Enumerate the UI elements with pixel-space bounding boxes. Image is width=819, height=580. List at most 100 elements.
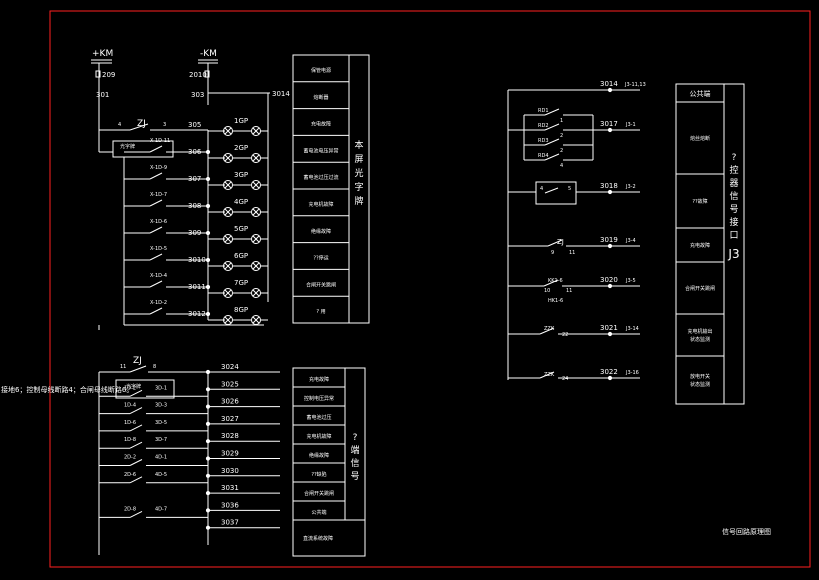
right-zj-pin-b: 11: [569, 250, 575, 256]
panel2-side-char-0: ?: [353, 433, 358, 443]
bottom-contact-2: [129, 407, 143, 415]
lamp-7GP-b: [251, 288, 261, 298]
zj-bottom-pin-b: 8: [153, 364, 156, 370]
right-relay-contact: [544, 187, 559, 194]
wire: [224, 262, 232, 270]
zj-bottom-contact: [129, 365, 147, 373]
bottom-junction-3: [205, 421, 211, 426]
right-zzk2-label: ZZK: [544, 372, 555, 378]
right-node-3018: 3018: [600, 182, 618, 190]
wire: [252, 289, 260, 297]
bottom-junction-6: [205, 473, 211, 478]
lamp-label-7GP: 7GP: [234, 279, 248, 287]
bottom-node-3025: 3025: [221, 380, 239, 388]
bottom-junction-8: [205, 508, 211, 513]
panel3-side-char-0: ?: [732, 153, 737, 163]
lamp-node-3010: 3010: [188, 256, 206, 264]
rd-label-0: RD1: [538, 108, 549, 114]
contact-2: [149, 199, 163, 207]
drawing-frame: [49, 10, 811, 568]
contact-label-2: X-1D-7: [150, 192, 167, 198]
wire: [252, 262, 260, 270]
rd-contact-3: [544, 153, 560, 161]
rd-contact-1: [544, 123, 560, 131]
rd-pin-3: 4: [560, 163, 563, 169]
panel1-item-8: 合闸开关跳闸: [306, 281, 336, 288]
zj-top-contact: [129, 123, 149, 131]
right-zzk1-label: ZZK: [544, 326, 555, 332]
right-node-3021: 3021: [600, 324, 618, 332]
panel3-item-0-0: 熔丝熔断: [690, 135, 710, 142]
bus-neg-label: -KM: [200, 49, 217, 59]
bottom-node-3037: 3037: [221, 519, 239, 527]
right-node-3017: 3017: [600, 120, 618, 128]
panel3-side: [723, 83, 745, 405]
contact-3: [149, 226, 163, 234]
bottom-node-3031: 3031: [221, 484, 239, 492]
panel2-side-char-2: 信: [350, 457, 359, 469]
contact-5: [149, 280, 163, 288]
rd-label-2: RD3: [538, 138, 549, 144]
node-301: 301: [96, 91, 109, 99]
right-kk-sub: HK1-6: [548, 298, 563, 304]
bottom-contact2-label-4: 3D-7: [155, 437, 167, 443]
bottom-contact-4: [129, 441, 143, 449]
lamp-6GP-a: [223, 261, 233, 271]
wire: [252, 154, 260, 162]
bottom-contact-1: [129, 389, 143, 397]
bottom-node-3036: 3036: [221, 501, 239, 509]
wire: [224, 154, 232, 162]
right-top-junction: [607, 87, 613, 93]
panel1-item-6: 绝缘故障: [311, 228, 331, 235]
wire: [224, 289, 232, 297]
contact-4: [149, 253, 163, 261]
bottom-node-3028: 3028: [221, 432, 239, 440]
rd-contact-0: [544, 108, 560, 116]
panel3-side-code: J3: [727, 247, 739, 261]
panel3-item-4-1: 状态监测: [690, 336, 710, 343]
right-zj-contact: [547, 239, 563, 247]
bottom-contact-label-4: 1D-8: [124, 437, 136, 443]
wire: [224, 127, 232, 135]
left-note: 接地6；控制母线断路4；合闸母线断路6。: [1, 385, 133, 394]
lamp-3GP-a: [223, 180, 233, 190]
contact-0: [149, 145, 163, 153]
wire: [224, 181, 232, 189]
bottom-contact-label-6: 2D-6: [124, 472, 136, 478]
bottom-contact2-label-2: 3D-3: [155, 403, 167, 409]
panel3-item-2-0: 充电故障: [690, 242, 710, 249]
panel2-item-5: ??缺陷: [311, 471, 326, 478]
panel1-side-char-1: 屏: [354, 154, 363, 165]
right-zzk1-contact: [539, 327, 555, 335]
bottom-contact-3: [129, 424, 143, 432]
right-term-J3-2: J3-2: [625, 184, 636, 190]
right-term-J3-16: J3-16: [625, 370, 639, 376]
rd-label-1: RD2: [538, 123, 549, 129]
lamp-node-308: 308: [188, 202, 201, 210]
lamp-node-3011: 3011: [188, 283, 206, 291]
fuse-neg-label: 2010: [189, 71, 207, 79]
right-kk-pin-a: 10: [544, 288, 550, 294]
bus-pos-label: +KM: [92, 49, 113, 59]
panel1-item-3: 蓄电池电压异常: [303, 147, 338, 154]
lamp-label-2GP: 2GP: [234, 144, 248, 152]
zj-bottom-label: ZJ: [133, 356, 142, 366]
zj-top-label: ZJ: [137, 119, 146, 129]
right-kk-pin-b: 11: [566, 288, 572, 294]
bottom-contact2-label-6: 4D-5: [155, 472, 167, 478]
panel2-side-char-1: 端: [350, 444, 359, 456]
bottom-contact-5: [129, 459, 143, 466]
panel1-item-9: ? 用: [316, 309, 325, 315]
bottom-node-3026: 3026: [221, 398, 239, 406]
panel1-item-1: 熔断器: [313, 94, 328, 101]
panel3-side-char-3: 信: [729, 190, 738, 202]
relay-box: [112, 140, 174, 158]
lamp-node-3012: 3012: [188, 310, 206, 318]
panel3-item-5-1: 状态监测: [690, 381, 710, 388]
node-3014: 3014: [272, 90, 290, 98]
right-zj-label: ZJ: [557, 238, 564, 246]
lamp-node-307: 307: [188, 175, 201, 183]
right-zzk1-pin-b: 22: [562, 332, 568, 338]
